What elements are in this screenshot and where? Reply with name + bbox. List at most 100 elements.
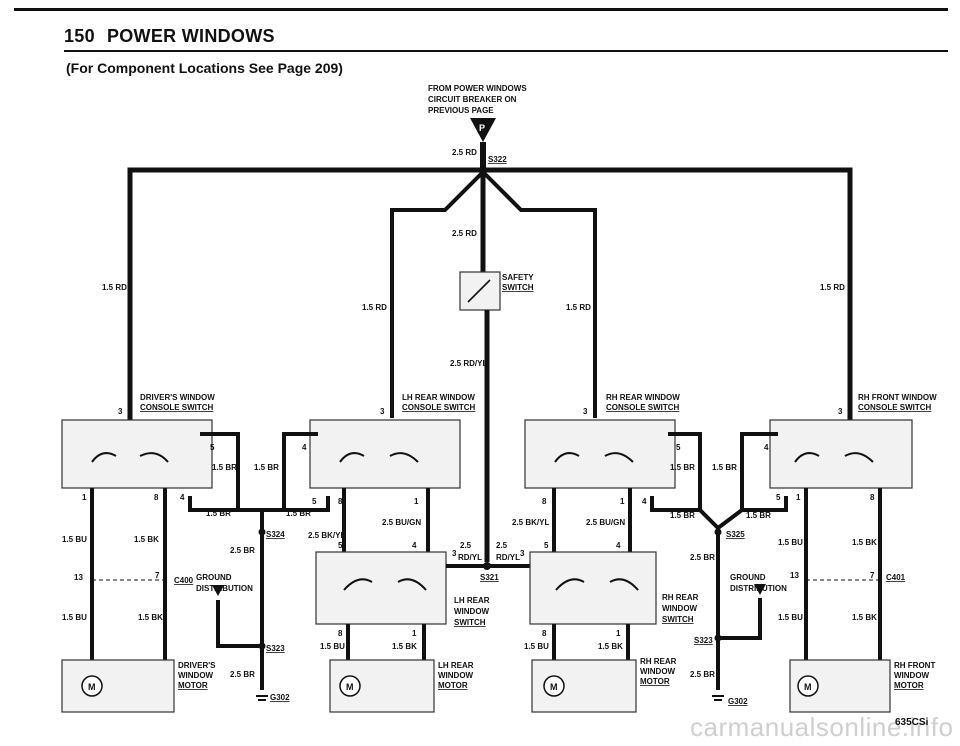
lh-rear-pin-5: 5 (312, 497, 317, 506)
safety-switch-label-1: SAFETY (502, 273, 534, 282)
lh-rear-console-label-2: CONSOLE SWITCH (402, 403, 476, 412)
rh-rear-br-label-b: 1.5 BR (712, 463, 737, 472)
safety-switch-label-2: SWITCH (502, 283, 534, 292)
rh-rear-pin-4: 4 (642, 497, 647, 506)
rh-rear-pin-3: 3 (583, 407, 588, 416)
left-ground-distribution-wire (216, 600, 262, 648)
source-connector-label: P (479, 123, 485, 133)
right-ground-distribution-label-1: GROUND (730, 573, 766, 582)
right-feed-label: 1.5 RD (820, 283, 845, 292)
drivers-switch-contacts (91, 452, 169, 463)
drivers-pin-8: 8 (154, 493, 159, 502)
rh-rear-motor-label-1: RH REAR (640, 657, 677, 666)
drivers-pin-7: 7 (155, 571, 160, 580)
safety-switch-contact (467, 279, 491, 303)
lh-rear-br-wire-4 (262, 432, 318, 512)
rh-rear-feed-label: 1.5 RD (566, 303, 591, 312)
lh-rear-switch-pin-8: 8 (338, 629, 343, 638)
lh-rear-pin-4: 4 (302, 443, 307, 452)
rh-front-pin-7: 7 (870, 571, 875, 580)
drivers-motor-label-2: WINDOW (178, 671, 214, 680)
rh-rear-bkyl-label: 2.5 BK/YL (512, 518, 549, 527)
lh-rear-feed-wire (390, 170, 485, 418)
splice-s325-label: S325 (726, 530, 745, 539)
right-ground-label: G302 (728, 697, 748, 706)
rh-rear-pin-8: 8 (542, 497, 547, 506)
drivers-motor-label-3: MOTOR (178, 681, 208, 690)
rh-front-pin-5: 5 (776, 493, 781, 502)
lh-rear-motor-m: M (346, 682, 354, 692)
main-feed-label: 2.5 RD (452, 148, 477, 157)
rh-rear-motor-bk-label: 1.5 BK (598, 642, 623, 651)
source-connector-arrow (470, 118, 496, 142)
lh-rear-switch-pin-4: 4 (412, 541, 417, 550)
lh-rear-pin-1: 1 (414, 497, 419, 506)
lh-rear-switch-pin-3: 3 (452, 549, 457, 558)
rh-rear-motor-label-3: MOTOR (640, 677, 670, 686)
splice-s324-label: S324 (266, 530, 285, 539)
drivers-motor-m: M (88, 682, 96, 692)
source-line-1: FROM POWER WINDOWS (428, 84, 527, 93)
rh-rear-switch-contacts (554, 452, 634, 463)
lh-feed-size-label: 2.5 (460, 541, 472, 550)
left-ground-distribution-arrow (212, 585, 224, 596)
drivers-br-wire-4 (188, 496, 238, 512)
page-subtitle: (For Component Locations See Page 209) (66, 60, 343, 76)
lh-rear-pin-3: 3 (380, 407, 385, 416)
drivers-bu-label-2: 1.5 BU (62, 613, 87, 622)
rh-rear-bugn-label: 2.5 BU/GN (586, 518, 625, 527)
drivers-motor-label-1: DRIVER'S (178, 661, 216, 670)
right-ground-distribution-arrow (754, 584, 766, 595)
rh-rear-switch-label-1: RH REAR (662, 593, 699, 602)
rh-rear-switch-pin-1: 1 (616, 629, 621, 638)
rh-front-pin-1: 1 (796, 493, 801, 502)
drivers-window-motor (61, 659, 175, 713)
left-ground-label: G302 (270, 693, 290, 702)
rh-front-motor-label-1: RH FRONT (894, 661, 935, 670)
drivers-console-label-2: CONSOLE SWITCH (140, 403, 214, 412)
rh-feed-size-label: 2.5 (496, 541, 508, 550)
page-title-text: POWER WINDOWS (106, 26, 275, 46)
rh-front-bk-label-2: 1.5 BK (852, 613, 877, 622)
left-ground-distribution-label-1: GROUND (196, 573, 232, 582)
rh-rear-console-label-2: CONSOLE SWITCH (606, 403, 680, 412)
rh-rear-switch-label-3: SWITCH (662, 615, 694, 624)
drivers-console-switch (61, 419, 213, 489)
rh-front-switch-contacts (794, 452, 874, 463)
rh-feed-color-label: RD/YL (496, 553, 520, 562)
lh-rear-motor-bk-label: 1.5 BK (392, 642, 417, 651)
rh-front-pin-13: 13 (790, 571, 799, 580)
rh-front-motor-symbol (797, 675, 819, 697)
rh-front-bk-label: 1.5 BK (852, 538, 877, 547)
safety-feed-label: 2.5 RD (452, 229, 477, 238)
rh-front-motor-m: M (804, 682, 812, 692)
top-rule (14, 8, 948, 11)
rh-front-br-wire-5 (742, 496, 788, 512)
rh-rear-switch-label-2: WINDOW (662, 604, 698, 613)
lh-rear-feed-label: 1.5 RD (362, 303, 387, 312)
left-ground-distribution-label-2: DISTRIBUTION (196, 584, 253, 593)
lh-rear-switch-pin-1: 1 (412, 629, 417, 638)
drivers-br-label-a: 1.5 BR (212, 463, 237, 472)
lh-rear-window-switch-contacts (343, 578, 427, 591)
drivers-pin-3: 3 (118, 407, 123, 416)
left-feed-label: 1.5 RD (102, 283, 127, 292)
rh-front-motor-label-2: WINDOW (894, 671, 930, 680)
lh-rear-br-wire-5 (284, 496, 330, 512)
rh-rear-br-label-c: 1.5 BR (670, 511, 695, 520)
rh-rear-window-switch-contacts (555, 578, 639, 591)
right-br25-motor-label: 2.5 BR (690, 670, 715, 679)
lh-rear-switch-contacts (339, 452, 419, 463)
right-ground-distribution-label-2: DISTRIBUTION (730, 584, 787, 593)
rh-rear-motor-symbol (543, 675, 565, 697)
rh-rear-motor-m: M (550, 682, 558, 692)
source-line-3: PREVIOUS PAGE (428, 106, 494, 115)
rh-rear-switch-pin-3: 3 (520, 549, 525, 558)
lh-rear-switch-label-1: LH REAR (454, 596, 490, 605)
rh-rear-pin-5: 5 (676, 443, 681, 452)
left-br25-motor-label: 2.5 BR (230, 670, 255, 679)
lh-rear-bugn-label: 2.5 BU/GN (382, 518, 421, 527)
rh-rear-switch-pin-5: 5 (544, 541, 549, 550)
